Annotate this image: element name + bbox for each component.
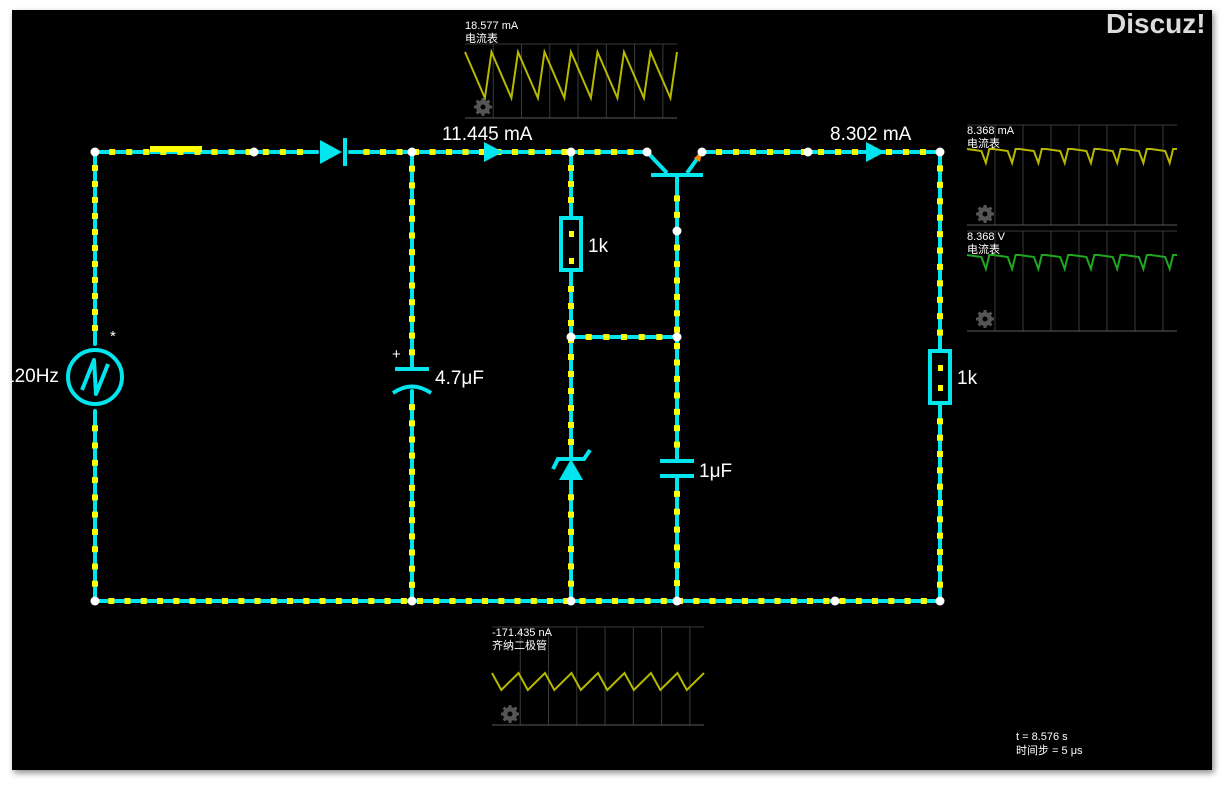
current-arrow-right [866,142,885,162]
switch[interactable] [150,146,202,155]
scope-1-title[interactable]: 18.577 mA 电流表 [465,20,518,46]
current-readout-right: 8.302 mA [830,124,912,145]
gear-icon[interactable] [974,203,996,225]
scope-2-title[interactable]: 8.368 mA 电流表 [967,125,1014,151]
resistor-mid[interactable] [559,216,583,272]
ac-source[interactable] [66,348,124,406]
gear-icon[interactable] [499,703,521,725]
capacitor-small-label: 1μF [699,461,733,482]
wires [93,150,942,603]
current-readout-left: 11.445 mA [442,124,533,145]
scope-2-waveform [966,148,1177,167]
capacitor-main-label: 4.7μF [435,368,484,389]
oscilloscope-2[interactable] [966,124,1177,226]
capacitor-main[interactable] [391,367,433,395]
nodes [90,147,945,606]
scope-4-value: -171.435 nA [492,627,552,639]
current-dots [92,149,943,604]
scope-4-title[interactable]: -171.435 nA 齐纳二极管 [492,627,552,653]
scope-4-waveform [491,671,705,692]
oscilloscope-3[interactable] [966,230,1177,332]
scope-1-value: 18.577 mA [465,20,519,32]
scope-3-value: 8.368 V [967,231,1005,243]
capacitor-polarity: + [392,346,401,363]
scope-2-name: 电流表 [967,138,1000,150]
diode[interactable] [320,138,347,166]
gear-icon[interactable] [974,308,996,330]
scope-2-value: 8.368 mA [967,125,1015,137]
current-arrow-left [484,142,503,162]
oscilloscope-1[interactable] [464,43,678,119]
sim-timestep: 时间步 = 5 μs [1016,745,1083,757]
simulator-canvas[interactable]: Discuz! 120Hz * + 4.7μF 1k 1μF 1k 11.445… [12,10,1212,770]
scope-3-waveform [966,254,1177,273]
transistor[interactable] [645,150,704,182]
gear-icon[interactable] [472,96,494,118]
circuit-schematic[interactable] [12,10,1212,770]
resistor-mid-label: 1k [588,236,609,257]
resistor-load[interactable] [928,349,952,405]
simulation-status: t = 8.576 s 时间步 = 5 μs [1016,730,1083,758]
zener-diode[interactable] [551,448,592,480]
capacitor-small[interactable] [660,459,694,478]
source-marker: * [110,328,116,345]
sim-time: t = 8.576 s [1016,731,1068,743]
source-frequency-label: 120Hz [12,366,59,387]
scope-1-waveform [464,48,678,102]
resistor-load-label: 1k [957,368,978,389]
scope-3-title[interactable]: 8.368 V 电流表 [967,231,1005,257]
watermark-logo: Discuz! [1106,10,1206,39]
oscilloscope-4[interactable] [491,626,705,726]
scope-1-name: 电流表 [465,33,498,45]
scope-3-name: 电流表 [967,244,1000,256]
scope-4-name: 齐纳二极管 [492,640,547,652]
